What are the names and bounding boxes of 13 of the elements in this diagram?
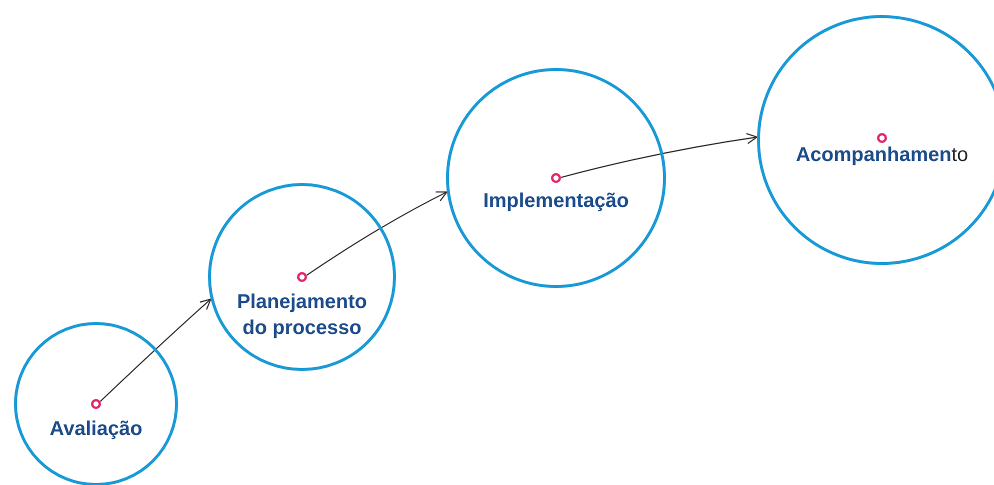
stage-label: Avaliação [48, 417, 144, 442]
stage-circle [446, 68, 666, 288]
arrow [306, 191, 448, 276]
stage-circle [208, 183, 396, 371]
stage-label: Planejamento do processo [236, 290, 368, 341]
stage-label: Implementação [482, 189, 630, 214]
marker-dot [877, 133, 887, 143]
stage-label: Acompanhamento [794, 143, 970, 168]
arrow [100, 298, 212, 402]
arrow [560, 133, 758, 178]
marker-dot [297, 272, 307, 282]
marker-dot [91, 399, 101, 409]
marker-dot [551, 173, 561, 183]
